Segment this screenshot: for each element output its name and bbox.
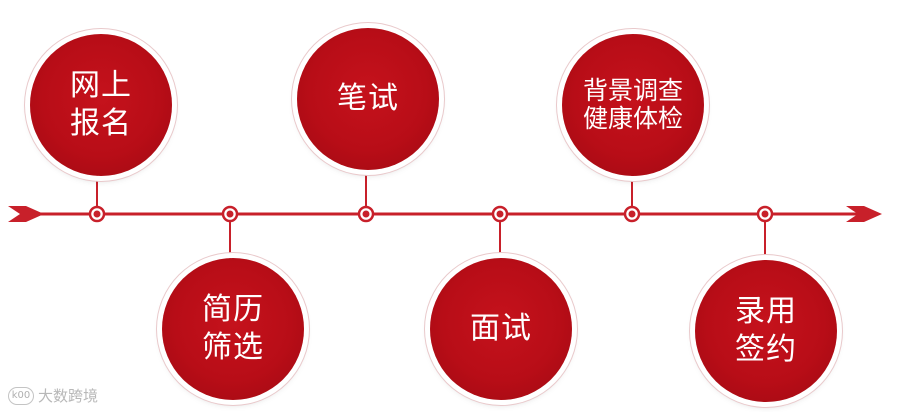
step-label: 简历 筛选 [202, 291, 264, 367]
step-label: 面试 [470, 310, 532, 348]
step-label: 录用 签约 [735, 293, 797, 369]
step-online-registration: 网上 报名 [30, 34, 172, 176]
step-label-line1: 简历 [202, 292, 264, 327]
timeline-head-arrow [846, 206, 882, 222]
step-label: 背景调查 健康体检 [583, 77, 683, 133]
step-written-test: 笔试 [297, 28, 439, 170]
step-label: 笔试 [337, 80, 399, 118]
step-label-line1: 网上 [70, 68, 132, 103]
step-resume-screening: 简历 筛选 [162, 258, 304, 400]
watermark: k00 大数跨境 [8, 385, 98, 406]
step-label: 网上 报名 [70, 67, 132, 143]
step-label-line1: 录用 [735, 294, 797, 329]
step-background-check: 背景调查 健康体检 [562, 34, 704, 176]
step-label-line1: 笔试 [337, 81, 399, 116]
step-label-line1: 面试 [470, 311, 532, 346]
step-label-line2: 报名 [70, 106, 132, 141]
step-label-line2: 筛选 [202, 330, 264, 365]
watermark-text: 大数跨境 [38, 387, 99, 405]
watermark-logo-icon: k00 [8, 386, 34, 405]
step-label-line2: 签约 [735, 332, 797, 367]
step-offer-signing: 录用 签约 [695, 260, 837, 402]
step-label-line1: 背景调查 [582, 76, 683, 105]
timeline-tail-arrow [8, 206, 44, 222]
step-interview: 面试 [430, 258, 572, 400]
step-label-line2: 健康体检 [582, 104, 683, 133]
